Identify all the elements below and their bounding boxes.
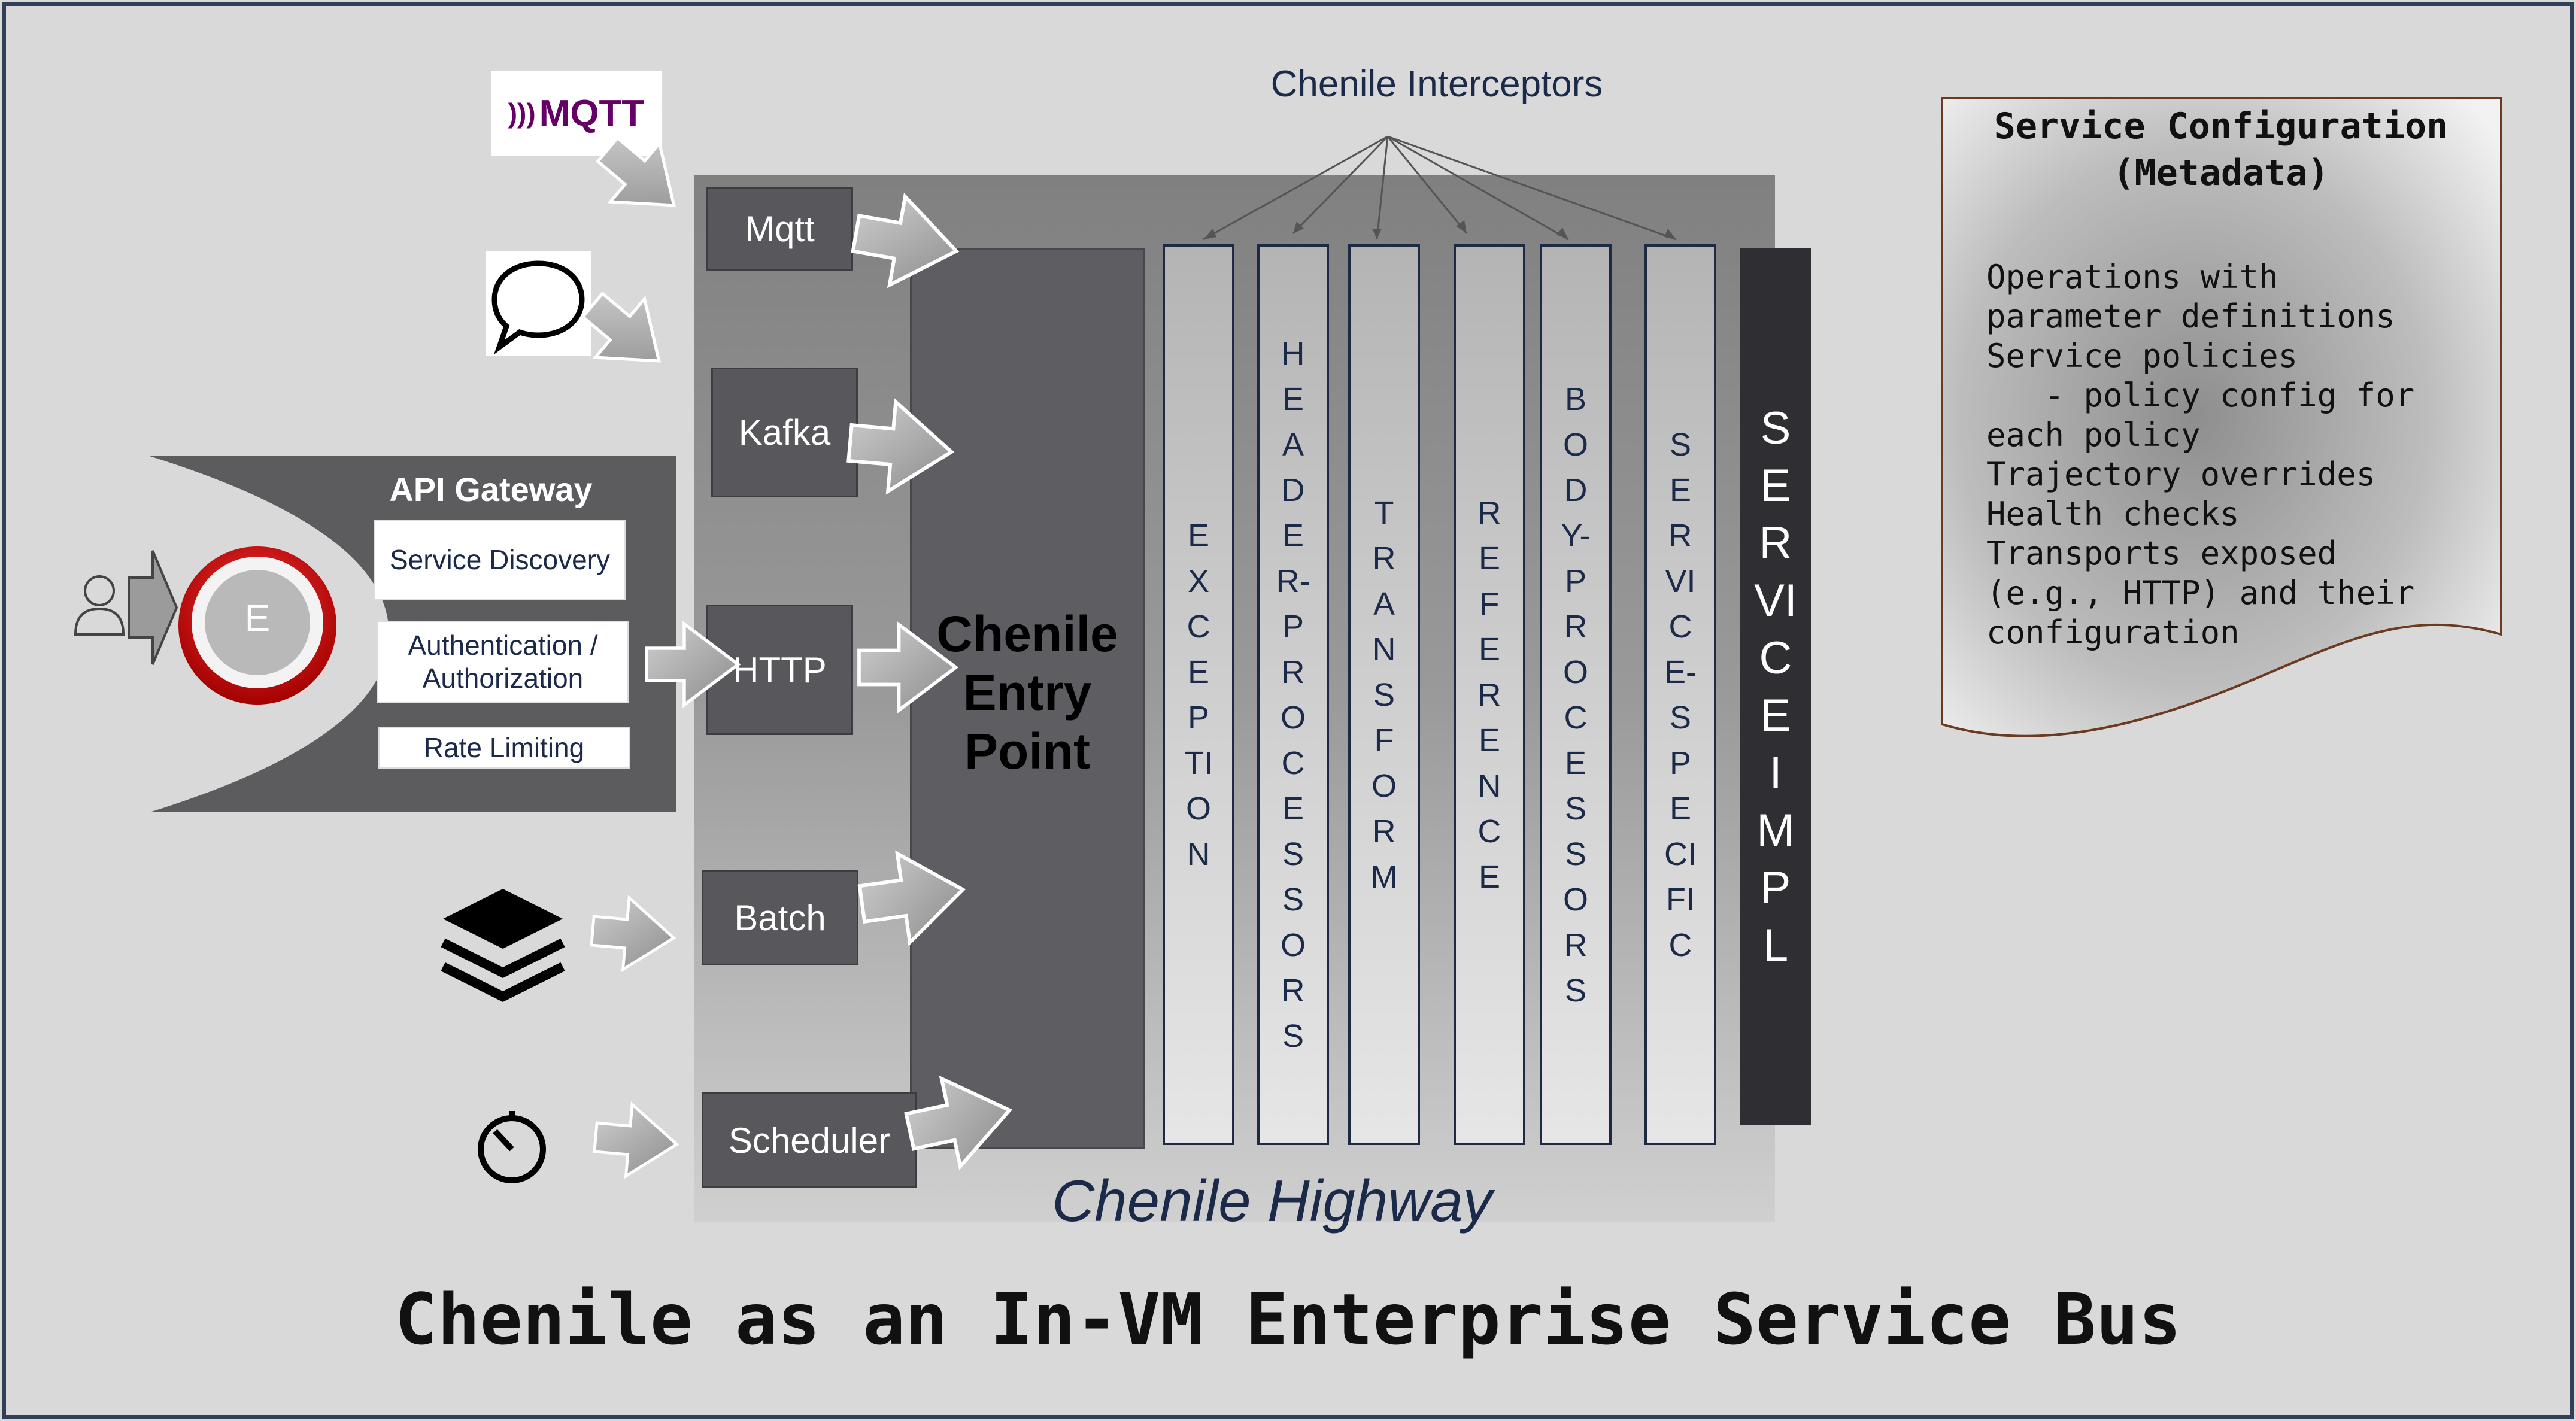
chenile-highway-label: Chenile Highway	[1052, 1168, 1492, 1234]
person-icon	[74, 575, 125, 636]
config-line: Trajectory overrides	[1986, 456, 2376, 493]
service-config-title: Service Configuration (Metadata)	[1994, 105, 2448, 194]
chenile-interceptors-label: Chenile Interceptors	[1270, 63, 1603, 105]
service-config-document	[1941, 97, 2502, 737]
chenile-entry-point-panel	[910, 248, 1145, 1149]
interceptor-body-processors-label: BODY- PROCESSORS	[1561, 381, 1600, 1009]
config-line: Operations with	[1986, 258, 2278, 296]
service-impl-label: SERVICE IMPL	[1754, 402, 1804, 971]
arrow-icon	[900, 1066, 1018, 1175]
mqtt-logo-text: MQTT	[539, 92, 645, 134]
arrow-icon	[859, 625, 956, 710]
config-line: (e.g., HTTP) and their	[1986, 574, 2415, 612]
api-gateway-title: API Gateway	[389, 470, 593, 508]
transport-batch: Batch	[702, 870, 858, 965]
config-line: parameter definitions	[1986, 297, 2395, 335]
gateway-badge-ring	[178, 546, 336, 705]
arrow-icon	[590, 895, 677, 973]
entry-point-line-1: Chenile	[936, 606, 1118, 662]
interceptor-reference-label: REFERENCE	[1477, 494, 1501, 895]
arrow-icon	[583, 120, 699, 235]
config-line: - policy config for	[1986, 376, 2415, 414]
config-line: configuration	[1986, 614, 2240, 651]
interceptor-service-specific: SERVICE- SPECIFIC	[1644, 244, 1716, 1145]
interceptor-service-specific-label: SERVICE- SPECIFIC	[1664, 426, 1706, 963]
interceptor-exception: EXCEPTION	[1163, 244, 1234, 1145]
interceptor-header-processors-label: HEADER- PROCESSORS	[1276, 335, 1319, 1054]
rate-limiting-box: Rate Limiting	[378, 727, 630, 769]
mqtt-logo: ))) MQTT	[491, 71, 662, 156]
arrow-icon	[856, 845, 969, 948]
service-impl-bar: SERVICE IMPL	[1740, 248, 1811, 1125]
config-line: Health checks	[1986, 495, 2240, 533]
arrow-icon	[128, 550, 178, 665]
service-discovery-box: Service Discovery	[374, 520, 626, 600]
arrow-icon	[846, 398, 955, 496]
transport-mqtt: Mqtt	[706, 187, 853, 271]
gateway-badge-letter: E	[244, 596, 271, 639]
entry-point-line-2: Entry	[963, 664, 1092, 721]
interceptor-body-processors: BODY- PROCESSORS	[1540, 244, 1612, 1145]
config-line: Service policies	[1986, 337, 2298, 375]
interceptor-fan-lines	[1203, 135, 1677, 241]
interceptor-header-processors: HEADER- PROCESSORS	[1257, 244, 1329, 1145]
timer-icon	[478, 1111, 546, 1183]
chenile-entry-point-label: Chenile Entry Point	[910, 605, 1145, 781]
authentication-box: Authentication / Authorization	[377, 621, 629, 703]
config-line: Transports exposed	[1986, 535, 2337, 572]
diagram-title: Chenile as an In-VM Enterprise Service B…	[395, 1278, 2181, 1361]
transport-kafka: Kafka	[711, 368, 858, 497]
mqtt-waves-icon: )))	[508, 98, 536, 129]
chat-bubble-icon	[486, 251, 591, 356]
arrow-icon	[848, 189, 964, 295]
config-line: each policy	[1986, 416, 2201, 454]
interceptor-exception-label: EXCEPTION	[1184, 517, 1213, 872]
layers-icon	[441, 889, 565, 1002]
arrow-icon	[647, 624, 738, 705]
transport-http: HTTP	[706, 605, 853, 735]
entry-point-line-3: Point	[964, 723, 1090, 779]
arrow-icon	[568, 276, 684, 390]
interceptor-transform: TRANSFORM	[1348, 244, 1420, 1145]
interceptor-reference: REFERENCE	[1454, 244, 1525, 1145]
interceptor-transform-label: TRANSFORM	[1370, 494, 1398, 895]
transport-scheduler: Scheduler	[702, 1092, 917, 1188]
arrow-icon	[593, 1101, 680, 1180]
interceptor-fan-arrowheads	[1203, 220, 1676, 239]
